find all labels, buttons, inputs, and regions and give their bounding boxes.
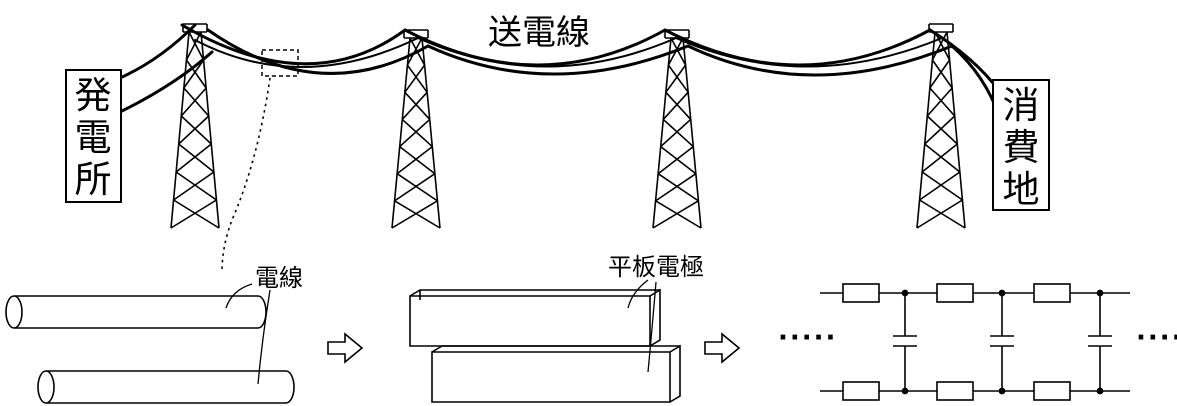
wire-label: 電線: [255, 264, 303, 292]
cable-plant-lower: [118, 50, 214, 114]
consumer-char-2: 費: [1003, 126, 1040, 169]
ellipsis-left: ·····: [778, 323, 837, 353]
transmission-tower: [652, 29, 702, 229]
resistor-top: [1033, 283, 1071, 303]
power-plant-char-1: 発: [75, 74, 112, 117]
junction-node-bottom: [901, 387, 909, 395]
transmission-tower: [170, 23, 220, 229]
cable-span2-c: [417, 37, 677, 68]
plate-electrode-label: 平板電極: [608, 253, 704, 281]
resistor-bottom: [842, 381, 880, 401]
power-plant-box: 発 電 所: [65, 69, 122, 203]
wire-leader-lower: [257, 289, 271, 385]
ladder-circuit: [820, 283, 1130, 401]
resistor-top: [936, 283, 974, 303]
wire-leader-upper: [225, 283, 253, 309]
transmission-line-label: 送電線: [488, 13, 590, 53]
cable-span1-b: [206, 28, 430, 75]
transmission-tower: [916, 23, 966, 229]
junction-node-bottom: [1096, 387, 1104, 395]
cable-span2-b: [426, 44, 690, 76]
cable-span3-a: [663, 28, 932, 67]
junction-node-top: [1096, 289, 1104, 297]
plate-electrodes: [409, 288, 681, 403]
wire-upper: [5, 295, 267, 329]
zoom-connector-dotted: [221, 77, 271, 273]
transform-arrow-1: [327, 332, 364, 364]
power-plant-char-2: 電: [75, 116, 112, 159]
resistor-top: [842, 283, 880, 303]
cable-span1-a: [180, 23, 407, 66]
junction-node-bottom: [998, 387, 1006, 395]
cable-span3-b: [686, 44, 954, 77]
cable-span3-c: [675, 37, 943, 68]
plate-leader-upper: [627, 279, 649, 309]
junction-node-top: [998, 289, 1006, 297]
plate-leader-lower: [647, 281, 657, 373]
power-plant-char-3: 所: [75, 158, 112, 201]
plate-upper: [409, 288, 661, 347]
cable-plant-upper: [118, 23, 197, 80]
resistor-bottom: [936, 381, 974, 401]
transform-arrow-2: [704, 332, 741, 364]
towers: [170, 23, 966, 229]
power-cables: [118, 23, 1002, 120]
resistor-bottom: [1033, 381, 1071, 401]
ellipsis-right: ·····: [1136, 323, 1177, 353]
plate-lower: [431, 344, 681, 403]
cable-span2-a: [403, 28, 667, 67]
consumer-box: 消 費 地: [992, 79, 1050, 211]
consumer-char-3: 地: [1003, 168, 1040, 211]
cable-span1-c: [194, 37, 419, 68]
wire-lower: [37, 370, 295, 404]
zoom-region-box: [261, 49, 299, 77]
transmission-tower: [391, 29, 441, 229]
wire-cylinders: [5, 295, 295, 404]
consumer-char-1: 消: [1003, 84, 1040, 127]
junction-node-top: [901, 289, 909, 297]
